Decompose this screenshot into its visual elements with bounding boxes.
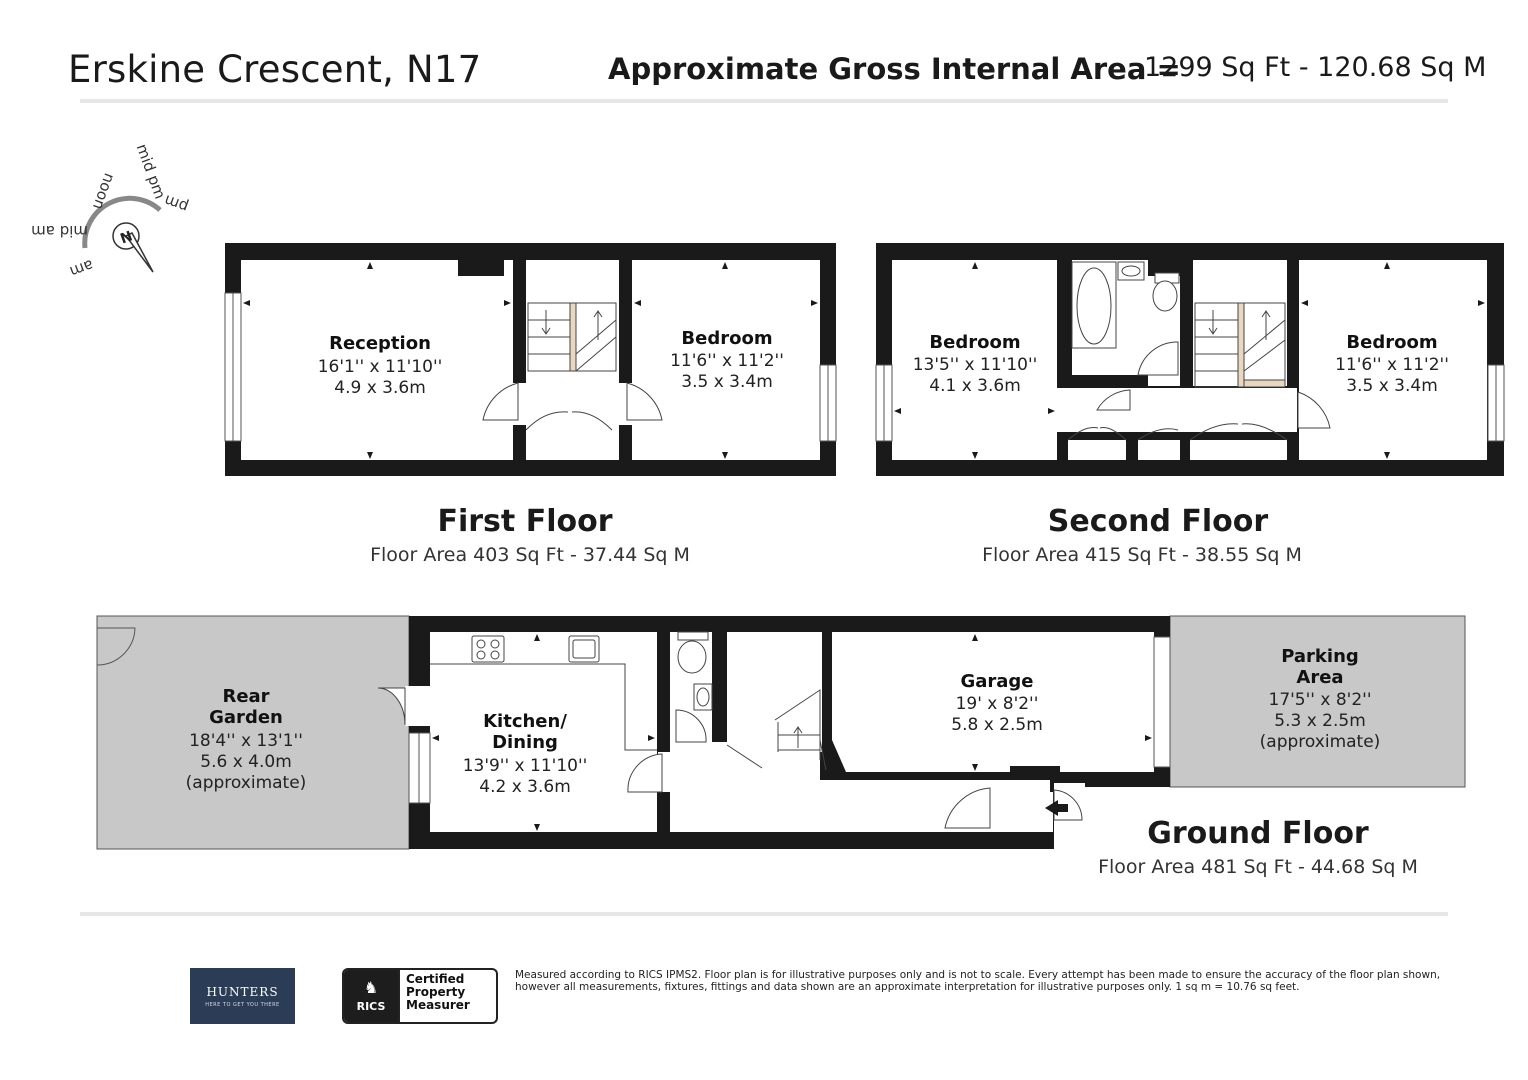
rear-garden-imperial: 18'4'' x 13'1''	[189, 731, 303, 751]
rear-garden-area	[96, 615, 410, 850]
compass: N mid am am noon mid pm pm	[31, 141, 190, 280]
property-title: Erskine Crescent, N17	[68, 48, 482, 91]
kitchen-label-1: Kitchen/	[483, 711, 567, 732]
hunters-logo-name: HUNTERS	[206, 984, 279, 999]
parking-metric: 5.3 x 2.5m	[1274, 711, 1366, 731]
north-arrow-icon	[124, 232, 154, 273]
gross-area-label: Approximate Gross Internal Area =	[608, 52, 1181, 86]
bedroom-floor	[632, 260, 820, 460]
reception-imperial: 16'1'' x 11'10''	[318, 357, 443, 377]
ground-floor-stairs	[774, 689, 827, 771]
garage-label: Garage	[960, 671, 1033, 692]
parking-area	[1169, 615, 1466, 788]
garden-gate	[96, 627, 136, 666]
cupboard-doors	[525, 411, 613, 431]
footer-divider	[80, 912, 1448, 916]
second-landing	[1057, 388, 1297, 432]
second-bedroom-left-label: Bedroom	[929, 332, 1020, 353]
first-bedroom-imperial: 11'6'' x 11'2''	[670, 351, 784, 371]
second-bedroom-left-metric: 4.1 x 3.6m	[929, 376, 1021, 396]
compass-label-mid-pm: mid pm	[133, 141, 169, 201]
kitchen-units	[430, 635, 657, 751]
hunters-logo-tagline: HERE TO GET YOU THERE	[205, 1001, 280, 1008]
second-bedroom-left-imperial: 13'5'' x 11'10''	[913, 355, 1038, 375]
compass-label-am: am	[67, 256, 96, 281]
measurement-disclaimer: Measured according to RICS IPMS2. Floor …	[515, 969, 1441, 993]
first-floor-title: First Floor	[437, 504, 612, 539]
hunters-logo: HUNTERS HERE TO GET YOU THERE	[190, 968, 295, 1024]
garage-floor	[832, 632, 1154, 772]
first-bedroom-metric: 3.5 x 3.4m	[681, 372, 773, 392]
rics-cert-line-3: Measurer	[406, 998, 470, 1012]
garage-metric: 5.8 x 2.5m	[951, 715, 1043, 735]
rear-garden-label-1: Rear	[222, 686, 269, 707]
gross-area-value: 1299 Sq Ft - 120.68 Sq M	[1144, 52, 1487, 83]
cupboard-doors-2	[1067, 423, 1288, 441]
parking-note: (approximate)	[1260, 732, 1381, 752]
kitchen-imperial: 13'9'' x 11'10''	[463, 756, 588, 776]
porch-door	[944, 787, 991, 829]
second-bedroom-right-imperial: 11'6'' x 11'2''	[1335, 355, 1449, 375]
kitchen-floor	[430, 632, 657, 832]
parking-imperial: 17'5'' x 8'2''	[1269, 690, 1372, 710]
ground-floor-plan: Rear Garden 18'4'' x 13'1'' 5.6 x 4.0m (…	[96, 615, 1466, 878]
rear-garden-note: (approximate)	[186, 773, 307, 793]
reception-label: Reception	[329, 333, 431, 354]
bathroom-fixtures	[1071, 261, 1180, 376]
kitchen-door	[627, 753, 663, 793]
ground-floor-area: Floor Area 481 Sq Ft - 44.68 Sq M	[1098, 856, 1418, 878]
compass-label-mid-am: mid am	[31, 222, 88, 240]
garage-imperial: 19' x 8'2''	[956, 694, 1039, 714]
wc-door	[675, 709, 707, 743]
rics-lion-icon: ♞	[363, 977, 379, 997]
hallway-floor	[670, 742, 820, 832]
wc-fixtures	[677, 631, 713, 711]
bedroom-left-floor	[892, 260, 1057, 460]
first-floor-plan: Reception 16'1'' x 11'10'' 4.9 x 3.6m Be…	[224, 243, 837, 566]
rear-door	[377, 687, 406, 726]
parking-label-2: Area	[1296, 667, 1343, 688]
rear-garden-label-2: Garden	[209, 707, 283, 728]
parking-label-1: Parking	[1281, 646, 1359, 667]
kitchen-label-2: Dining	[492, 732, 558, 753]
garage-door	[1153, 636, 1171, 768]
dimension-markers	[243, 262, 818, 459]
second-floor-area: Floor Area 415 Sq Ft - 38.55 Sq M	[982, 544, 1302, 566]
second-bedroom-right-metric: 3.5 x 3.4m	[1346, 376, 1438, 396]
bedroom-left-door	[1096, 389, 1131, 411]
reception-floor	[241, 260, 513, 460]
rics-cert-text: Certified Property Measurer	[398, 970, 476, 1022]
rics-mark: ♞ RICS	[344, 970, 398, 1022]
dimension-markers-3	[432, 634, 1152, 831]
bedroom-door	[626, 382, 663, 421]
second-floor-plan: Bedroom 13'5'' x 11'10'' 4.1 x 3.6m Bedr…	[875, 243, 1505, 566]
second-floor-stairs	[1194, 302, 1286, 388]
stair-hall-floor	[727, 632, 822, 752]
rics-mark-text: RICS	[356, 999, 386, 1013]
entrance-arrow-icon	[1045, 800, 1068, 816]
second-bedroom-right-label: Bedroom	[1346, 332, 1437, 353]
dimension-markers-2	[894, 262, 1485, 459]
bedroom-right-floor	[1299, 260, 1487, 460]
bedroom-right-door	[1297, 391, 1331, 429]
reception-door	[482, 382, 519, 421]
ground-floor-title: Ground Floor	[1147, 816, 1369, 851]
sun-path-arc	[82, 195, 162, 249]
first-floor-stairs	[527, 302, 617, 372]
reception-metric: 4.9 x 3.6m	[334, 378, 426, 398]
compass-label-noon: noon	[89, 171, 119, 212]
kitchen-metric: 4.2 x 3.6m	[479, 777, 571, 797]
rics-cert-line-2: Property	[406, 985, 466, 999]
first-bedroom-label: Bedroom	[681, 328, 772, 349]
second-floor-title: Second Floor	[1048, 504, 1269, 539]
compass-north-label: N	[118, 228, 134, 247]
rear-garden-metric: 5.6 x 4.0m	[200, 752, 292, 772]
first-floor-area: Floor Area 403 Sq Ft - 37.44 Sq M	[370, 544, 690, 566]
header-divider	[80, 99, 1448, 103]
rics-certified-badge: ♞ RICS Certified Property Measurer	[342, 968, 498, 1024]
rics-cert-line-1: Certified	[406, 972, 465, 986]
